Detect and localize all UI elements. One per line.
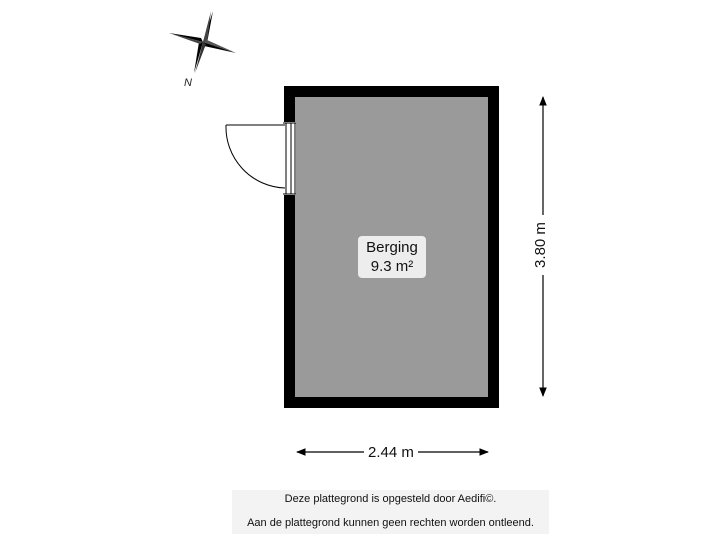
width-dimension-label: 2.44 m (364, 444, 418, 462)
room-label: Berging 9.3 m² (358, 236, 426, 278)
room-area: 9.3 m² (370, 258, 414, 275)
disclaimer-box: Deze plattegrond is opgesteld door Aedif… (232, 490, 549, 534)
compass-north-label: N (184, 77, 192, 89)
disclaimer-line-2: Aan de plattegrond kunnen geen rechten w… (247, 517, 534, 529)
disclaimer-line-1: Deze plattegrond is opgesteld door Aedif… (284, 493, 497, 505)
room-name: Berging (366, 239, 418, 256)
door-swing-arc (225, 124, 286, 189)
door (225, 122, 296, 195)
height-dimension-label: 3.80 m (532, 215, 550, 275)
compass-rose-icon (169, 11, 236, 73)
door-opening (283, 122, 296, 195)
